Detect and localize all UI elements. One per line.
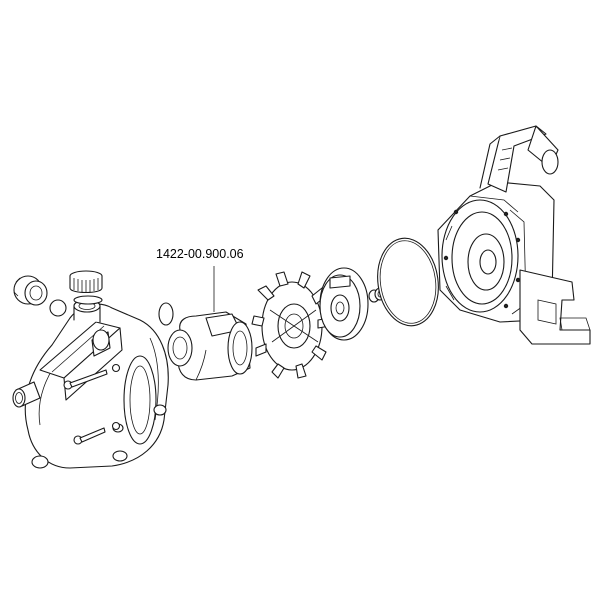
part-number-label: 1422-00.900.06 <box>156 247 244 261</box>
o-ring-small-left <box>49 299 67 317</box>
bracket-top-handle <box>479 125 559 193</box>
bracket-base <box>519 269 591 345</box>
union-nut-top <box>69 270 103 294</box>
pump-insert-part <box>167 311 253 381</box>
inlet-port <box>91 329 111 357</box>
part-label-group: 1422-00.900.06 <box>156 247 244 312</box>
pump-housing <box>24 303 169 469</box>
wear-plate <box>319 267 369 341</box>
o-ring-centre <box>158 302 174 326</box>
screw-upper <box>63 363 121 390</box>
motor-bracket <box>437 181 555 323</box>
side-port <box>12 381 41 408</box>
o-ring-top <box>73 295 103 305</box>
impeller <box>251 271 331 379</box>
screw-lower <box>73 421 121 445</box>
flange-bolt-marks <box>443 209 521 309</box>
union-nut-left <box>13 275 48 306</box>
o-ring-large <box>377 237 439 327</box>
